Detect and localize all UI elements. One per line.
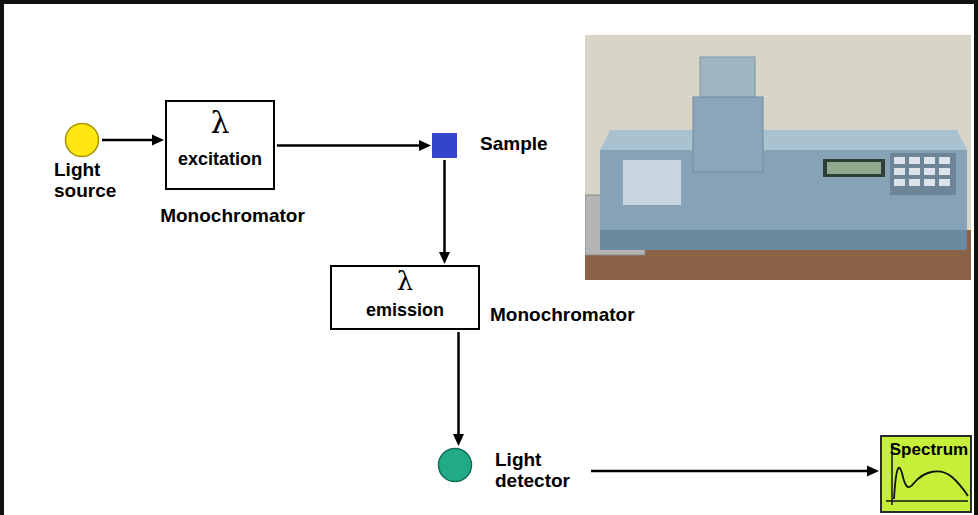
- lambda-symbol: λ: [165, 106, 275, 139]
- display-panel: [823, 159, 885, 177]
- box-label: emission: [330, 301, 480, 321]
- arrow-head: [152, 135, 164, 146]
- photo-wall: [585, 35, 971, 280]
- sample: Sample: [432, 133, 562, 161]
- keypad: [890, 153, 956, 195]
- sample-square: [432, 133, 457, 158]
- connector-line: [591, 470, 868, 473]
- axis-x: [886, 500, 968, 502]
- node-label: Sample: [480, 134, 560, 155]
- keypad-keys: [894, 157, 950, 186]
- connector-line: [443, 160, 446, 253]
- instrument-base-strip: [600, 230, 967, 250]
- circle-fill: [439, 449, 472, 482]
- arrow-connector: [591, 466, 879, 477]
- arrow-connector: [102, 135, 164, 146]
- sample-compartment: [693, 97, 763, 172]
- arrow-head: [867, 466, 879, 477]
- arrow-head: [453, 434, 464, 446]
- node-label: Light source: [54, 160, 136, 202]
- arrow-connector: [453, 332, 464, 446]
- display-screen: [827, 162, 881, 174]
- spectrum-display: Spectrum: [880, 435, 972, 513]
- circle-shape: [64, 122, 100, 158]
- light-detector: Light detector: [437, 447, 589, 495]
- box-label: excitation: [165, 150, 275, 170]
- component-label: Monochromator: [125, 206, 340, 227]
- arrow-head: [419, 140, 431, 151]
- instrument-photo: [585, 35, 971, 280]
- excitation-monochromator: λ excitationMonochromator: [125, 100, 340, 232]
- spectrum-curve: [894, 468, 968, 499]
- instrument-top: [600, 130, 967, 150]
- display-ground: [881, 436, 971, 512]
- light-source: Light source: [46, 122, 136, 204]
- node-label: Light detector: [495, 450, 585, 492]
- arrow-connector: [277, 140, 431, 151]
- circle-shape: [437, 447, 473, 483]
- connector-line: [457, 332, 460, 435]
- connector-line: [102, 139, 153, 142]
- arrow-connector: [439, 160, 450, 264]
- display-title: Spectrum: [888, 441, 970, 460]
- arrow-head: [439, 252, 450, 264]
- circle-fill: [66, 124, 99, 157]
- component-label: Monochromator: [490, 305, 658, 326]
- lambda-symbol: λ: [330, 267, 480, 296]
- info-sticker: [623, 160, 681, 205]
- instrument-front: [600, 150, 967, 250]
- emission-monochromator: λ emission Monochromator: [330, 265, 660, 333]
- connector-line: [277, 144, 420, 147]
- sample-lid: [700, 57, 755, 102]
